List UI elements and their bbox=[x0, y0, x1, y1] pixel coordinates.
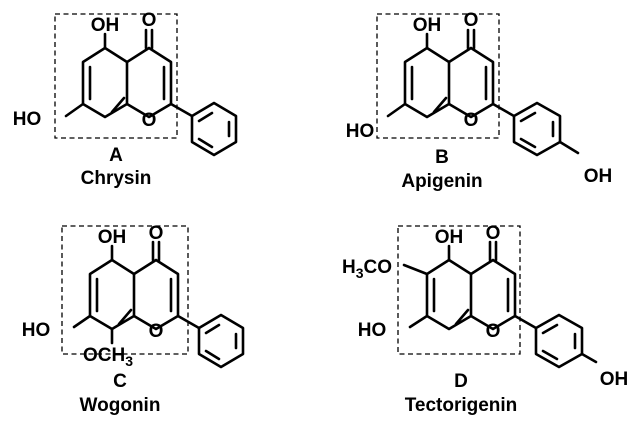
compound-a-oh5: OH bbox=[91, 15, 120, 36]
compound-c-chromone-box bbox=[61, 225, 189, 355]
compound-a-chromone-box bbox=[54, 13, 178, 139]
compound-a-a-ring-double bbox=[110, 96, 126, 114]
compound-a-letter: A bbox=[109, 145, 123, 166]
compound-a-b-ring-double bbox=[197, 111, 214, 123]
compound-a-c-ring bbox=[125, 46, 173, 119]
compound-b-c-ring bbox=[447, 46, 495, 119]
compound-d-meo: H3CO bbox=[342, 257, 392, 281]
compound-d-a-ring-double bbox=[454, 308, 470, 326]
compound-b: OH O HO O OH B Apigenin bbox=[346, 10, 613, 192]
compound-b-letter: B bbox=[435, 147, 449, 168]
compound-b-b-ring-double bbox=[519, 137, 537, 149]
compound-d-meo-bond bbox=[402, 263, 429, 276]
compound-d-b-ring-double bbox=[541, 349, 559, 361]
compound-d: OH O H3CO HO O OH D Tectorigenin bbox=[342, 223, 628, 416]
compound-b-b-ring-double bbox=[519, 111, 537, 123]
compound-c-o1: O bbox=[149, 321, 164, 342]
compound-a-b-ring bbox=[190, 101, 238, 157]
compound-a-ho7: HO bbox=[13, 109, 42, 130]
compound-b-ho-bond bbox=[386, 102, 407, 118]
compound-c-a-ring-double bbox=[117, 308, 133, 326]
compound-d-b-ring-double bbox=[541, 323, 559, 335]
compound-c-b-ring bbox=[197, 313, 245, 369]
compound-a-link-bond bbox=[169, 102, 194, 118]
compound-b-chromone-box bbox=[376, 13, 500, 139]
compound-b-o4: O bbox=[464, 10, 479, 31]
compound-c-c-ring bbox=[132, 258, 180, 331]
compound-c-oh5: OH bbox=[98, 227, 127, 248]
compound-d-chromone-box bbox=[397, 225, 521, 355]
compound-c-ho7: HO bbox=[22, 320, 51, 341]
compound-c-bonds bbox=[72, 240, 245, 369]
compound-c-ho-bond bbox=[72, 314, 92, 329]
compound-b-link-bond bbox=[491, 102, 516, 118]
compound-b-oh4p-bond bbox=[558, 140, 580, 155]
compound-d-o1: O bbox=[486, 321, 501, 342]
compound-d-bonds bbox=[402, 240, 598, 369]
compound-b-o1: O bbox=[464, 110, 479, 131]
compound-b-a-ring-double bbox=[432, 96, 448, 114]
compound-b-name: Apigenin bbox=[401, 171, 482, 192]
compound-a-o4: O bbox=[142, 10, 157, 31]
compound-c-b-ring-double bbox=[204, 349, 221, 361]
compound-b-bonds bbox=[386, 28, 580, 157]
compound-b-ho7: HO bbox=[346, 121, 375, 142]
compound-a-bonds bbox=[64, 28, 238, 157]
compound-d-ho-bond bbox=[408, 314, 429, 329]
compound-a-b-ring-double bbox=[197, 137, 214, 149]
compound-b-oh5: OH bbox=[413, 15, 442, 36]
compound-a-o1: O bbox=[142, 110, 157, 131]
compound-d-letter: D bbox=[454, 371, 468, 392]
compound-c: OH O HO O OCH3 C Wogonin bbox=[22, 223, 245, 416]
compound-d-oh5: OH bbox=[435, 227, 464, 248]
compound-a: OH O HO O A Chrysin bbox=[13, 10, 238, 189]
compound-a-ho-bond bbox=[64, 102, 85, 118]
compound-c-name: Wogonin bbox=[80, 395, 161, 416]
compound-d-link-bond bbox=[513, 314, 538, 330]
compound-c-och3: OCH3 bbox=[83, 345, 133, 369]
compound-d-c-ring bbox=[469, 258, 517, 331]
compound-d-oh4p: OH bbox=[600, 369, 629, 390]
compound-b-oh4p: OH bbox=[584, 166, 613, 187]
compound-c-letter: C bbox=[113, 371, 127, 392]
compound-d-name: Tectorigenin bbox=[405, 395, 518, 416]
compound-c-b-ring-double bbox=[204, 323, 221, 335]
compound-d-o4: O bbox=[486, 223, 501, 244]
compound-d-oh4p-bond bbox=[580, 352, 598, 364]
compound-c-link-bond bbox=[176, 314, 201, 330]
compound-c-o4: O bbox=[149, 223, 164, 244]
compound-a-name: Chrysin bbox=[81, 168, 152, 189]
compound-d-ho7: HO bbox=[358, 320, 387, 341]
